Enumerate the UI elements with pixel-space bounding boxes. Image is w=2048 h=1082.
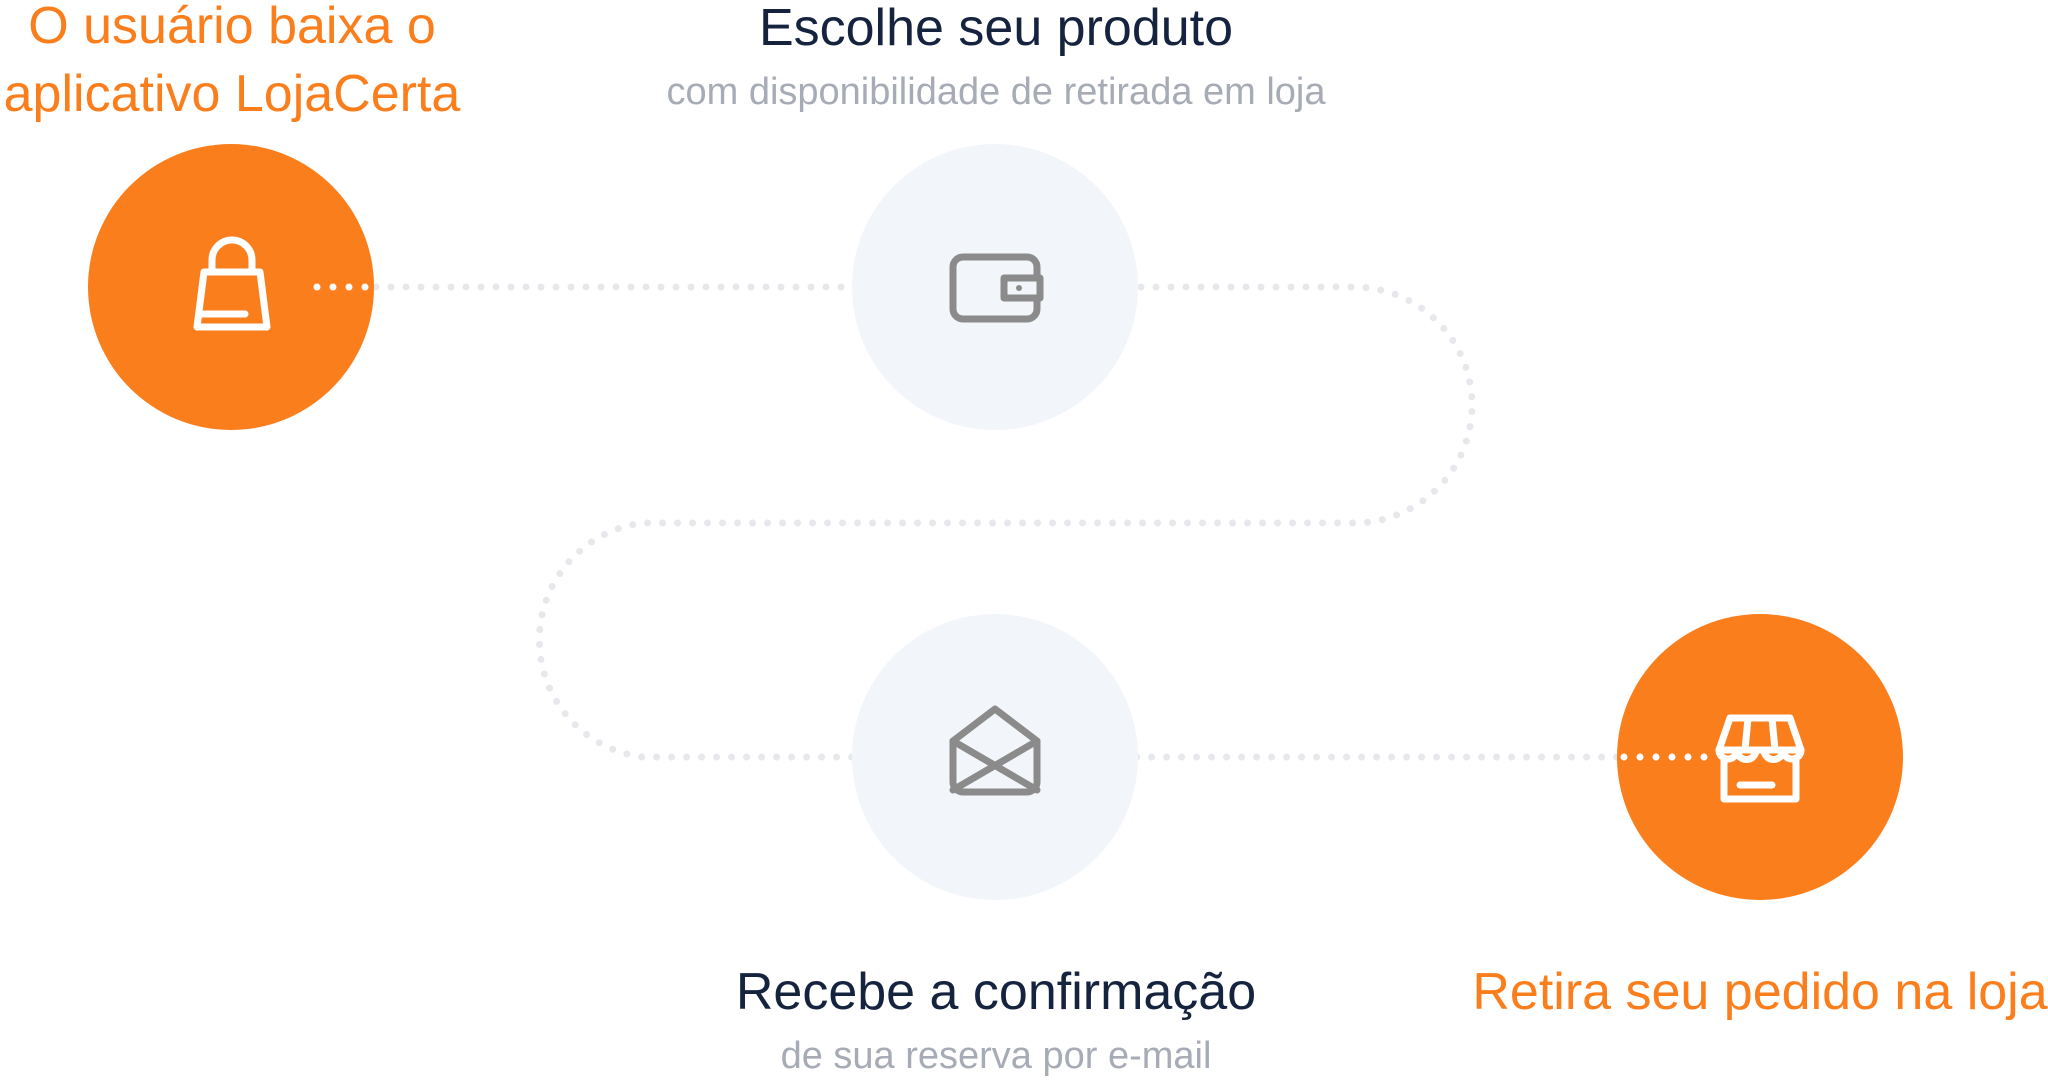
step-3-circle xyxy=(852,614,1138,900)
wallet-icon xyxy=(949,253,1044,323)
step-2-circle xyxy=(852,144,1138,430)
connector-path xyxy=(312,283,1714,761)
step-1-circle xyxy=(88,144,374,430)
step-3-subtitle: de sua reserva por e-mail xyxy=(780,1035,1212,1077)
step-2-subtitle: com disponibilidade de retirada em loja xyxy=(666,71,1326,113)
shopping-bag-icon xyxy=(193,236,271,331)
step-4-title: Retira seu pedido na loja xyxy=(1472,963,2048,1021)
step-4-circle xyxy=(1617,614,1903,900)
step-3-title: Recebe a confirmação xyxy=(735,963,1257,1021)
storefront-icon xyxy=(1715,714,1805,803)
step-1-title: O usuário baixa o aplicativo LojaCerta xyxy=(0,0,464,128)
step-2-title: Escolhe seu produto xyxy=(758,0,1234,57)
step-1-title-line-2: aplicativo LojaCerta xyxy=(3,65,461,123)
open-envelope-icon xyxy=(949,705,1041,796)
step-1-title-line-1: O usuário baixa o xyxy=(28,0,436,55)
